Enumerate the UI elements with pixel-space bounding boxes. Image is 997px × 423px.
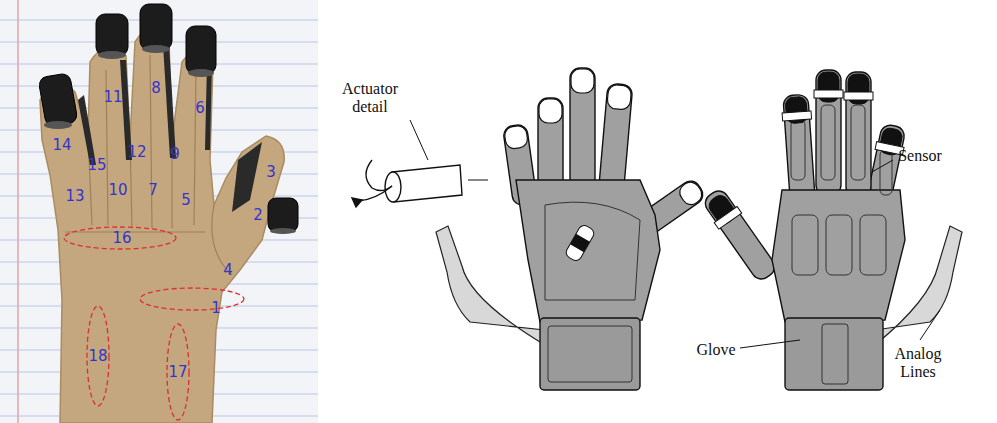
callout-number: 5 [181,193,191,208]
callout-number: 17 [168,365,187,380]
callout-number: 15 [87,158,106,173]
callout-number: 10 [108,183,127,198]
callout-number: 7 [148,183,158,198]
callout-number: 13 [65,189,84,204]
part-label: Actuator detail [335,80,405,115]
callout-number: 3 [266,165,276,180]
callout-number: 16 [112,231,131,246]
callout-number: 1 [211,301,221,316]
callout-number: 8 [151,81,161,96]
part-label: Sensor [898,147,942,165]
callout-number: 12 [127,145,146,160]
callout-number: 14 [52,138,71,153]
callout-number: 18 [88,349,107,364]
callout-number: 9 [170,147,180,162]
callout-number: 4 [223,263,233,278]
callout-number: 2 [253,208,263,223]
part-label: Glove [696,341,735,359]
callout-number: 11 [103,90,122,105]
callout-number: 6 [195,101,205,116]
part-label: Analog Lines [887,345,949,380]
